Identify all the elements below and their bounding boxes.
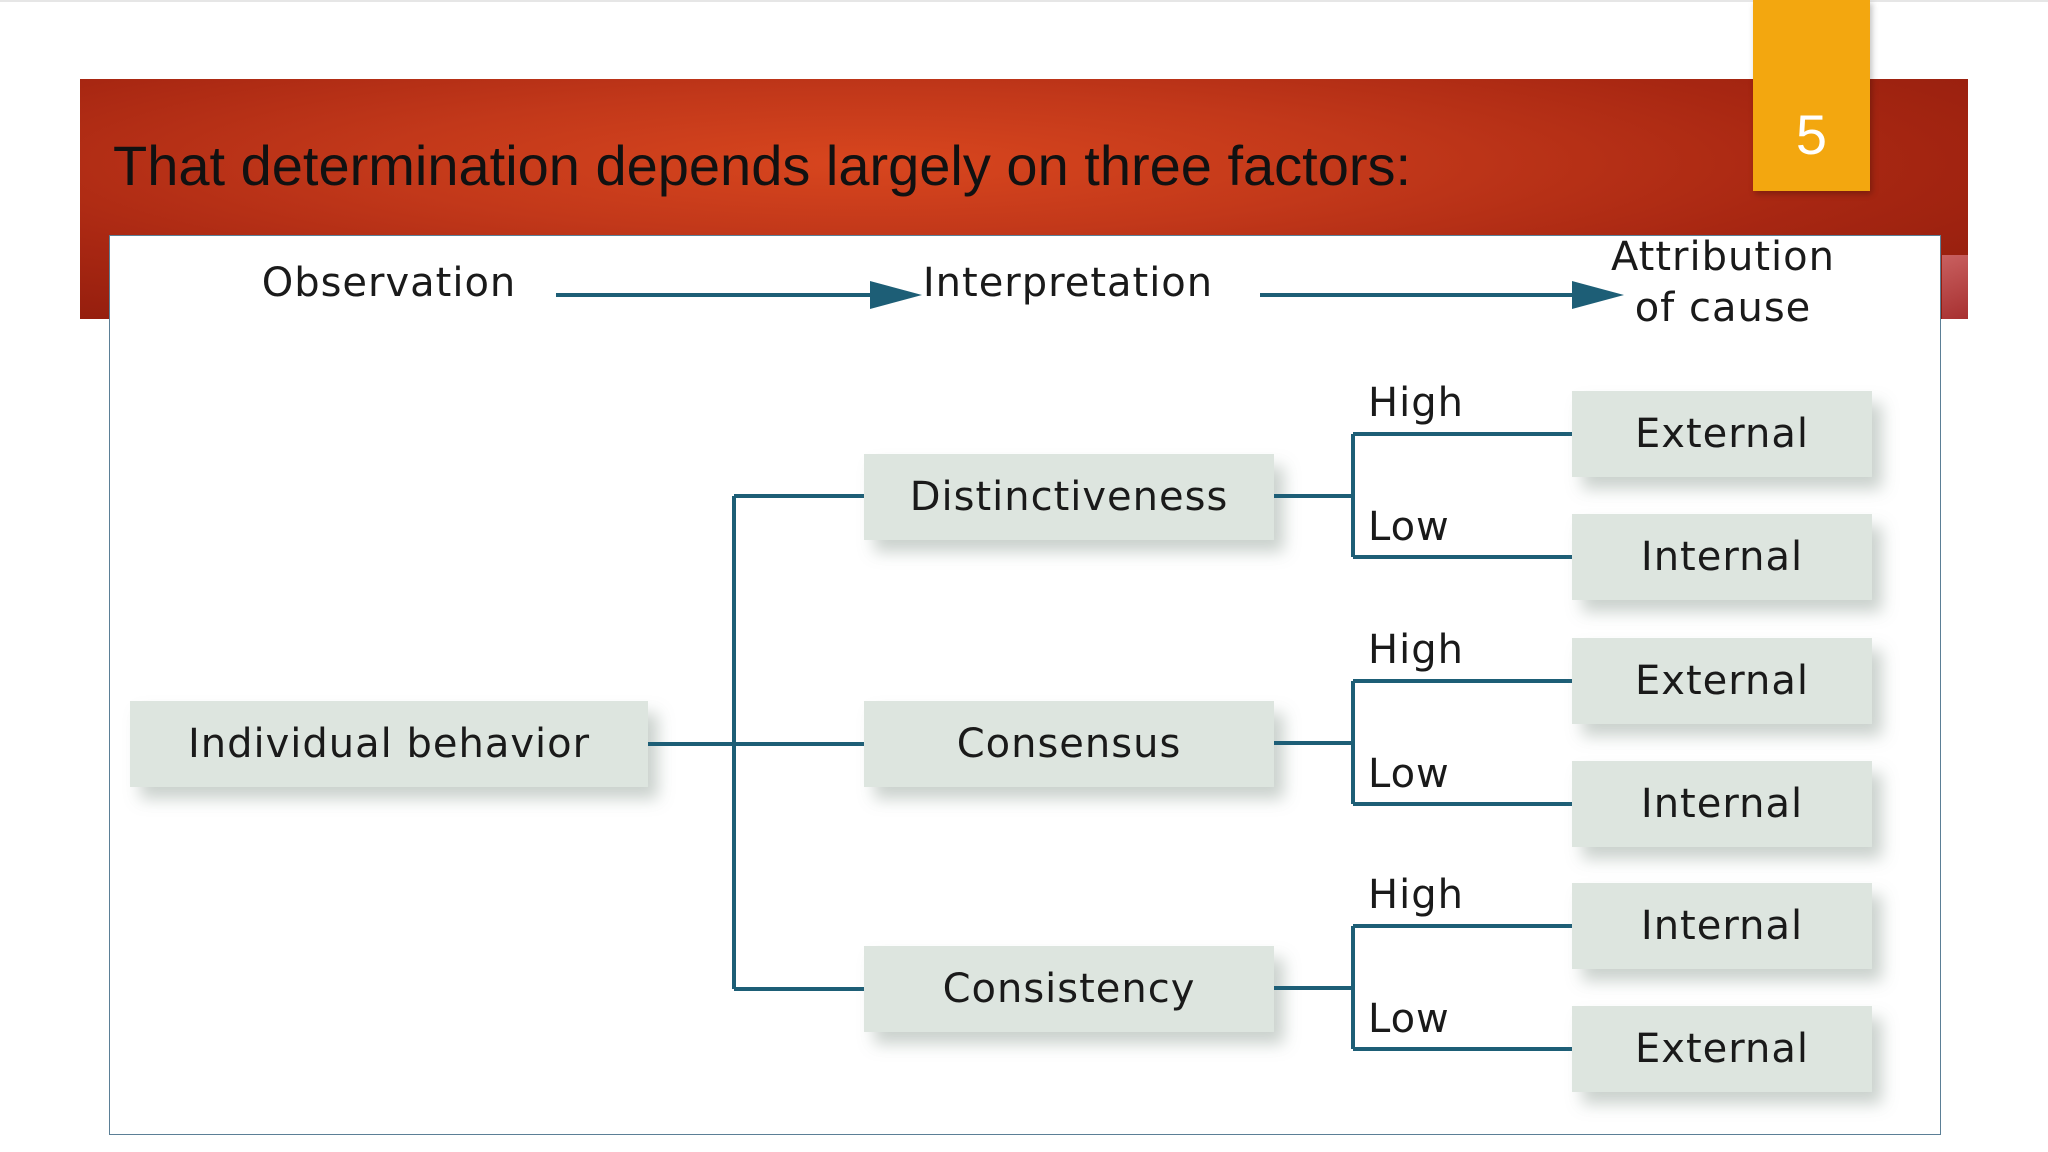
result-6-box bbox=[1572, 1006, 1872, 1092]
factor-consistency-box bbox=[864, 946, 1274, 1032]
result-6-label: External bbox=[1635, 1026, 1809, 1072]
result-3-label: External bbox=[1635, 658, 1809, 704]
root-node-box bbox=[130, 701, 648, 787]
distinctiveness-low-label: Low bbox=[1368, 504, 1450, 550]
result-2-box bbox=[1572, 514, 1872, 600]
result-3-box bbox=[1572, 638, 1872, 724]
consistency-high-label: High bbox=[1368, 872, 1464, 918]
header-observation: Observation bbox=[262, 260, 517, 306]
consensus-low-label: Low bbox=[1368, 751, 1450, 797]
result-5-box bbox=[1572, 883, 1872, 969]
header-attribution-line1: Attribution bbox=[1611, 236, 1835, 280]
result-4-box bbox=[1572, 761, 1872, 847]
result-1-box bbox=[1572, 391, 1872, 477]
factor-consensus-box bbox=[864, 701, 1274, 787]
header-arrow-1-head bbox=[870, 281, 922, 309]
result-2-label: Internal bbox=[1641, 534, 1803, 580]
consistency-low-label: Low bbox=[1368, 996, 1450, 1042]
header-interpretation: Interpretation bbox=[923, 260, 1213, 306]
top-divider bbox=[0, 0, 2048, 2]
result-5-label: Internal bbox=[1641, 903, 1803, 949]
result-1-label: External bbox=[1635, 411, 1809, 457]
page-number-tab: 5 bbox=[1753, 0, 1870, 191]
factor-distinctiveness-box bbox=[864, 454, 1274, 540]
factor-consistency-label: Consistency bbox=[943, 966, 1196, 1012]
banner-fold bbox=[1942, 255, 1968, 319]
root-node-label: Individual behavior bbox=[188, 721, 590, 767]
consensus-high-label: High bbox=[1368, 627, 1464, 673]
header-attribution-line2: of cause bbox=[1635, 285, 1812, 331]
slide-title: That determination depends largely on th… bbox=[113, 134, 1412, 197]
page-number: 5 bbox=[1795, 103, 1828, 166]
header-arrow-2-head bbox=[1572, 281, 1624, 309]
distinctiveness-high-label: High bbox=[1368, 380, 1464, 426]
result-4-label: Internal bbox=[1641, 781, 1803, 827]
factor-distinctiveness-label: Distinctiveness bbox=[910, 474, 1229, 520]
diagram-canvas: Observation Interpretation Attribution o… bbox=[130, 236, 1872, 1092]
attribution-diagram: Observation Interpretation Attribution o… bbox=[109, 235, 1941, 1135]
factor-consensus-label: Consensus bbox=[957, 721, 1182, 767]
